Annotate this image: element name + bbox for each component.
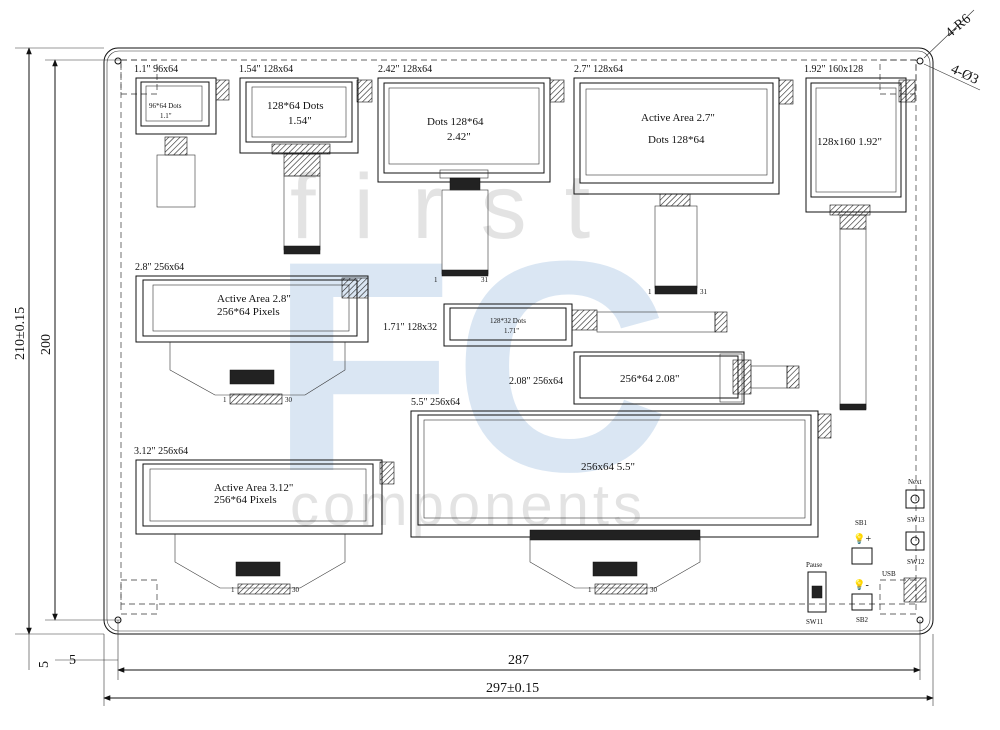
pin-last: 31: [700, 288, 708, 296]
module-line2: 1.54": [288, 115, 312, 127]
module-line1: 128x160 1.92": [817, 136, 882, 148]
sb1-button[interactable]: [851, 547, 873, 565]
module-title: 1.1" 96x64: [134, 64, 178, 75]
module-3-12in: 3.12" 256x64 1 30 Active Area 3.12" 256*…: [134, 446, 395, 595]
module-1-92in: 1.92" 160x128 128x160 1.92": [804, 64, 916, 411]
module-title: 1.71" 128x32: [383, 322, 437, 333]
module-title: 2.7" 128x64: [574, 64, 623, 75]
sb1-label: SB1: [855, 519, 868, 527]
bulb-plus-icon: 💡+: [853, 532, 871, 545]
module-line1: 128*64 Dots: [267, 100, 324, 112]
module-line1: 128*32 Dots: [490, 317, 526, 325]
pin-last: 30: [285, 396, 293, 404]
dim-edge-bottom: 5: [37, 661, 52, 668]
watermark-fc: FC: [270, 198, 670, 534]
module-line1: Active Area 2.8": [217, 293, 291, 305]
module-line2: 2.42": [447, 131, 471, 143]
sw12-label: SW12: [907, 558, 925, 566]
dim-board-height: 210±0.15: [13, 307, 28, 360]
sw12-button[interactable]: [905, 531, 925, 551]
usb-label: USB: [882, 570, 896, 578]
dim-board-width: 297±0.15: [486, 681, 539, 696]
module-line1: 256x64 5.5": [581, 461, 635, 473]
module-line1: Active Area 3.12": [214, 482, 293, 494]
watermark: first FC components: [270, 156, 670, 538]
next-label: Next: [908, 478, 922, 486]
watermark-components: components: [290, 473, 646, 538]
pin-first: 1: [648, 288, 652, 296]
dim-inner-height: 200: [39, 334, 54, 355]
module-title: 3.12" 256x64: [134, 446, 188, 457]
dim-edge-left: 5: [69, 653, 76, 668]
pin-first: 1: [223, 396, 227, 404]
sb2-label: SB2: [856, 616, 869, 624]
corner-keepout-tl: [120, 59, 158, 95]
module-title: 2.8" 256x64: [135, 262, 184, 273]
corner-keepout-bl: [120, 579, 158, 615]
module-title: 5.5" 256x64: [411, 397, 460, 408]
dim-hole-dia: 4-Ø3: [948, 62, 980, 88]
module-title: 1.54" 128x64: [239, 64, 293, 75]
module-1-71in: 1.71" 128x32 128*32 Dots 1.71": [383, 303, 728, 347]
sw11-label: SW11: [806, 618, 824, 626]
module-2-7in: 2.7" 128x64 1 31 Active Area 2.7" Dots 1…: [573, 64, 794, 296]
module-line1: 256*64 2.08": [620, 373, 680, 385]
module-title: 2.08" 256x64: [509, 376, 563, 387]
module-5-5in: 5.5" 256x64 1 30 256x64 5.5": [410, 397, 832, 595]
bulb-minus-icon: 💡-: [853, 578, 869, 591]
module-line2: Dots 128*64: [648, 134, 705, 146]
module-line1: 96*64 Dots: [149, 102, 182, 110]
module-1-1in: 1.1" 96x64 96*64 Dots 1.1": [134, 64, 230, 208]
pin-first: 1: [588, 586, 592, 594]
control-area: Next SW13 SW12 SB1 💡+ 💡- SB2 USB Pause S…: [806, 478, 927, 626]
board-inner-outline: [106, 50, 931, 632]
sw11-switch[interactable]: [807, 571, 827, 613]
dim-corner-radius: 4-R6: [943, 12, 974, 41]
module-2-8in: 2.8" 256x64 1 30 Active Area 2.8" 256*64…: [135, 262, 369, 405]
module-1-54in: 1.54" 128x64 128*64 Dots 1.54": [239, 64, 373, 255]
module-2-08in: 2.08" 256x64 256*64 2.08": [509, 351, 800, 405]
sw13-button[interactable]: [905, 489, 925, 509]
module-line1: Active Area 2.7": [641, 112, 715, 124]
pin-last: 30: [292, 586, 300, 594]
module-line2: 256*64 Pixels: [214, 494, 277, 506]
sw13-label: SW13: [907, 516, 925, 524]
usb-port[interactable]: [903, 577, 927, 603]
pin-first: 1: [434, 276, 438, 284]
corner-keepout-tr: [879, 59, 917, 95]
module-2-42in: 2.42" 128x64 1 31 Dots 128*64 2.42": [377, 64, 565, 284]
module-line2: 1.1": [160, 112, 172, 120]
pin-last: 30: [650, 586, 658, 594]
module-title: 1.92" 160x128: [804, 64, 863, 75]
module-line2: 256*64 Pixels: [217, 306, 280, 318]
pin-first: 1: [231, 586, 235, 594]
mounting-area: [120, 59, 917, 605]
sb2-button[interactable]: [851, 593, 873, 611]
pause-label: Pause: [806, 561, 822, 569]
pin-last: 31: [481, 276, 489, 284]
module-line1: Dots 128*64: [427, 116, 484, 128]
board-outline: [103, 47, 934, 635]
dim-inner-width: 287: [508, 653, 529, 668]
module-line2: 1.71": [504, 327, 519, 335]
module-title: 2.42" 128x64: [378, 64, 432, 75]
